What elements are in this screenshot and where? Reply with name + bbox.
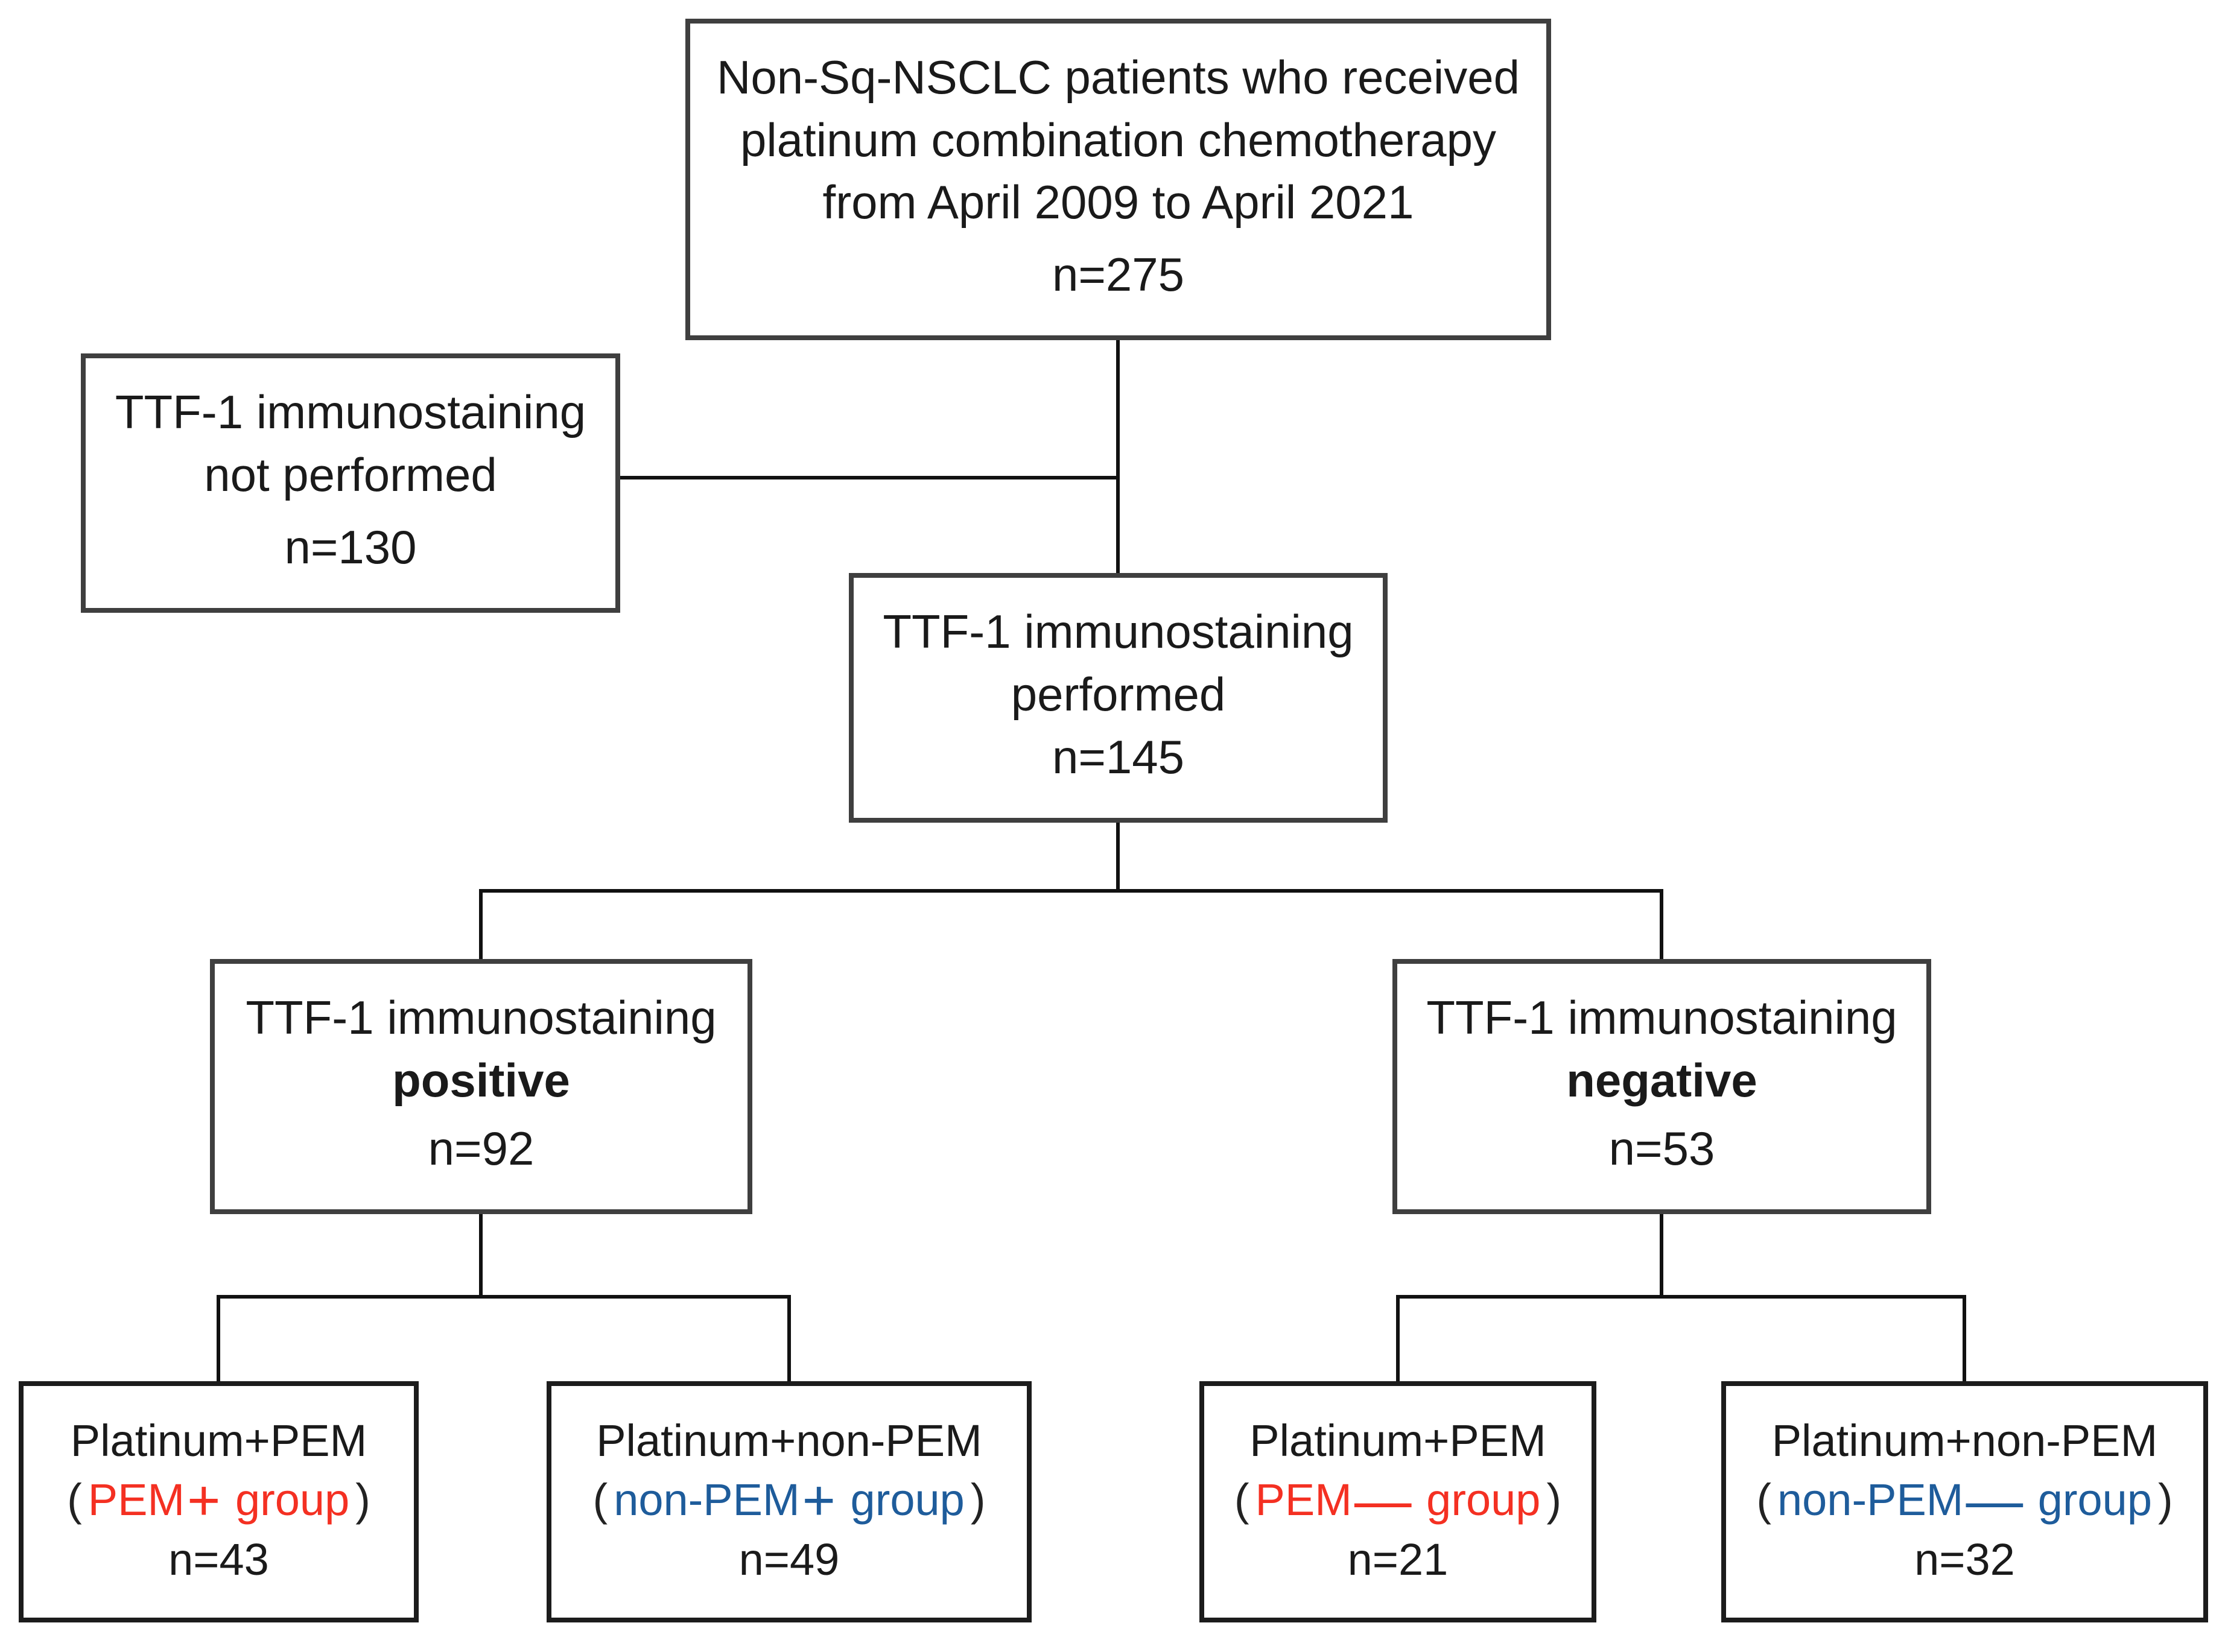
paren-close: ) [970, 1475, 986, 1525]
connector-notperformed-branch [620, 476, 1120, 479]
count-negative: n=53 [1608, 1122, 1715, 1176]
group-pre: non-PEM [614, 1475, 800, 1525]
connector-split-positive-arms [217, 1295, 791, 1299]
box-nonpem-minus-group: Platinum+non-PEM (non-PEM— group) n=32 [1721, 1381, 2208, 1622]
box-ttf1-positive: TTF-1 immunostaining positive n=92 [210, 959, 752, 1214]
box-not-performed-text: TTF-1 immunostaining not performed [115, 381, 586, 506]
paren-open: ( [592, 1475, 608, 1525]
box-root-population: Non-Sq-NSCLC patients who received plati… [685, 19, 1551, 340]
box-positive-text: TTF-1 immunostaining positive [246, 987, 716, 1112]
count-root: n=275 [1052, 248, 1185, 302]
minus-sign: — [1354, 1468, 1412, 1533]
box-root-text: Non-Sq-NSCLC patients who received plati… [717, 46, 1520, 234]
text-line: Platinum+PEM [1249, 1416, 1546, 1466]
connector-to-positive [479, 889, 483, 961]
box-nonpem-plus-text: Platinum+non-PEM (non-PEM+ group) [587, 1411, 992, 1530]
count-positive: n=92 [428, 1122, 535, 1176]
connector-positive-down [479, 1214, 483, 1299]
connector-negative-down [1660, 1214, 1663, 1299]
paren-close: ) [2158, 1475, 2173, 1525]
box-ttf1-negative: TTF-1 immunostaining negative n=53 [1392, 959, 1931, 1214]
text-line: Platinum+non-PEM [1771, 1416, 2158, 1466]
connector-split-negative-arms [1396, 1295, 1966, 1299]
text-line: Non-Sq-NSCLC patients who received [717, 51, 1520, 104]
text-line: Platinum+PEM [70, 1416, 367, 1466]
count-not-performed: n=130 [284, 521, 417, 574]
group-label-nonpem-minus: (non-PEM— group) [1750, 1470, 2179, 1530]
text-line: TTF-1 immunostaining [115, 385, 586, 438]
minus-sign: — [1966, 1468, 2023, 1533]
text-line-negative-bold: negative [1566, 1053, 1757, 1107]
plus-sign: + [187, 1468, 221, 1533]
group-post: group [837, 1475, 965, 1525]
paren-close: ) [1546, 1475, 1562, 1525]
box-performed-text: TTF-1 immunostaining performed [883, 601, 1353, 726]
count-pem-minus: n=21 [1347, 1534, 1449, 1584]
text-line: TTF-1 immunostaining [883, 605, 1354, 658]
box-ttf1-performed: TTF-1 immunostaining performed n=145 [849, 573, 1388, 823]
count-performed: n=145 [1052, 730, 1185, 784]
group-pre: PEM [1255, 1475, 1352, 1525]
text-line: from April 2009 to April 2021 [822, 176, 1414, 229]
group-post: group [2025, 1475, 2152, 1525]
count-nonpem-plus: n=49 [738, 1534, 840, 1584]
box-ttf1-not-performed: TTF-1 immunostaining not performed n=130 [81, 353, 620, 613]
box-pem-plus-group: Platinum+PEM (PEM+ group) n=43 [19, 1381, 419, 1622]
paren-open: ( [1234, 1475, 1249, 1525]
text-line: Platinum+non-PEM [596, 1416, 982, 1466]
connector-to-pem-minus [1396, 1295, 1400, 1381]
group-pre: non-PEM [1777, 1475, 1964, 1525]
count-pem-plus: n=43 [168, 1534, 269, 1584]
group-label-pem-plus: (PEM+ group) [61, 1470, 376, 1530]
group-label-pem-minus: (PEM— group) [1228, 1470, 1567, 1530]
count-nonpem-minus: n=32 [1914, 1534, 2015, 1584]
text-line: not performed [204, 448, 497, 501]
box-pem-plus-text: Platinum+PEM (PEM+ group) [61, 1411, 376, 1530]
group-label-colored: PEM+ group [87, 1472, 350, 1530]
group-label-colored: non-PEM+ group [614, 1472, 965, 1530]
box-nonpem-minus-text: Platinum+non-PEM (non-PEM— group) [1750, 1411, 2179, 1530]
text-line: TTF-1 immunostaining [246, 991, 717, 1044]
box-nonpem-plus-group: Platinum+non-PEM (non-PEM+ group) n=49 [547, 1381, 1032, 1622]
text-line: performed [1011, 667, 1226, 721]
group-post: group [223, 1475, 350, 1525]
text-line: TTF-1 immunostaining [1426, 991, 1897, 1044]
paren-close: ) [355, 1475, 370, 1525]
plus-sign: + [802, 1468, 836, 1533]
text-line-positive-bold: positive [392, 1053, 570, 1107]
connector-performed-down [1116, 823, 1120, 893]
box-negative-text: TTF-1 immunostaining negative [1426, 987, 1897, 1112]
group-post: group [1414, 1475, 1541, 1525]
group-label-colored: PEM— group [1255, 1472, 1541, 1530]
connector-to-nonpem-minus [1963, 1295, 1966, 1381]
group-label-colored: non-PEM— group [1777, 1472, 2152, 1530]
connector-to-pem-plus [217, 1295, 220, 1381]
text-line: platinum combination chemotherapy [740, 113, 1496, 166]
box-pem-minus-group: Platinum+PEM (PEM— group) n=21 [1199, 1381, 1596, 1622]
connector-root-to-performed [1116, 340, 1120, 575]
connector-to-nonpem-plus [787, 1295, 791, 1381]
connector-split-posneg [479, 889, 1663, 893]
group-label-nonpem-plus: (non-PEM+ group) [587, 1470, 992, 1530]
box-pem-minus-text: Platinum+PEM (PEM— group) [1228, 1411, 1567, 1530]
paren-open: ( [1756, 1475, 1771, 1525]
connector-to-negative [1660, 889, 1663, 961]
group-pre: PEM [87, 1475, 185, 1525]
paren-open: ( [67, 1475, 82, 1525]
